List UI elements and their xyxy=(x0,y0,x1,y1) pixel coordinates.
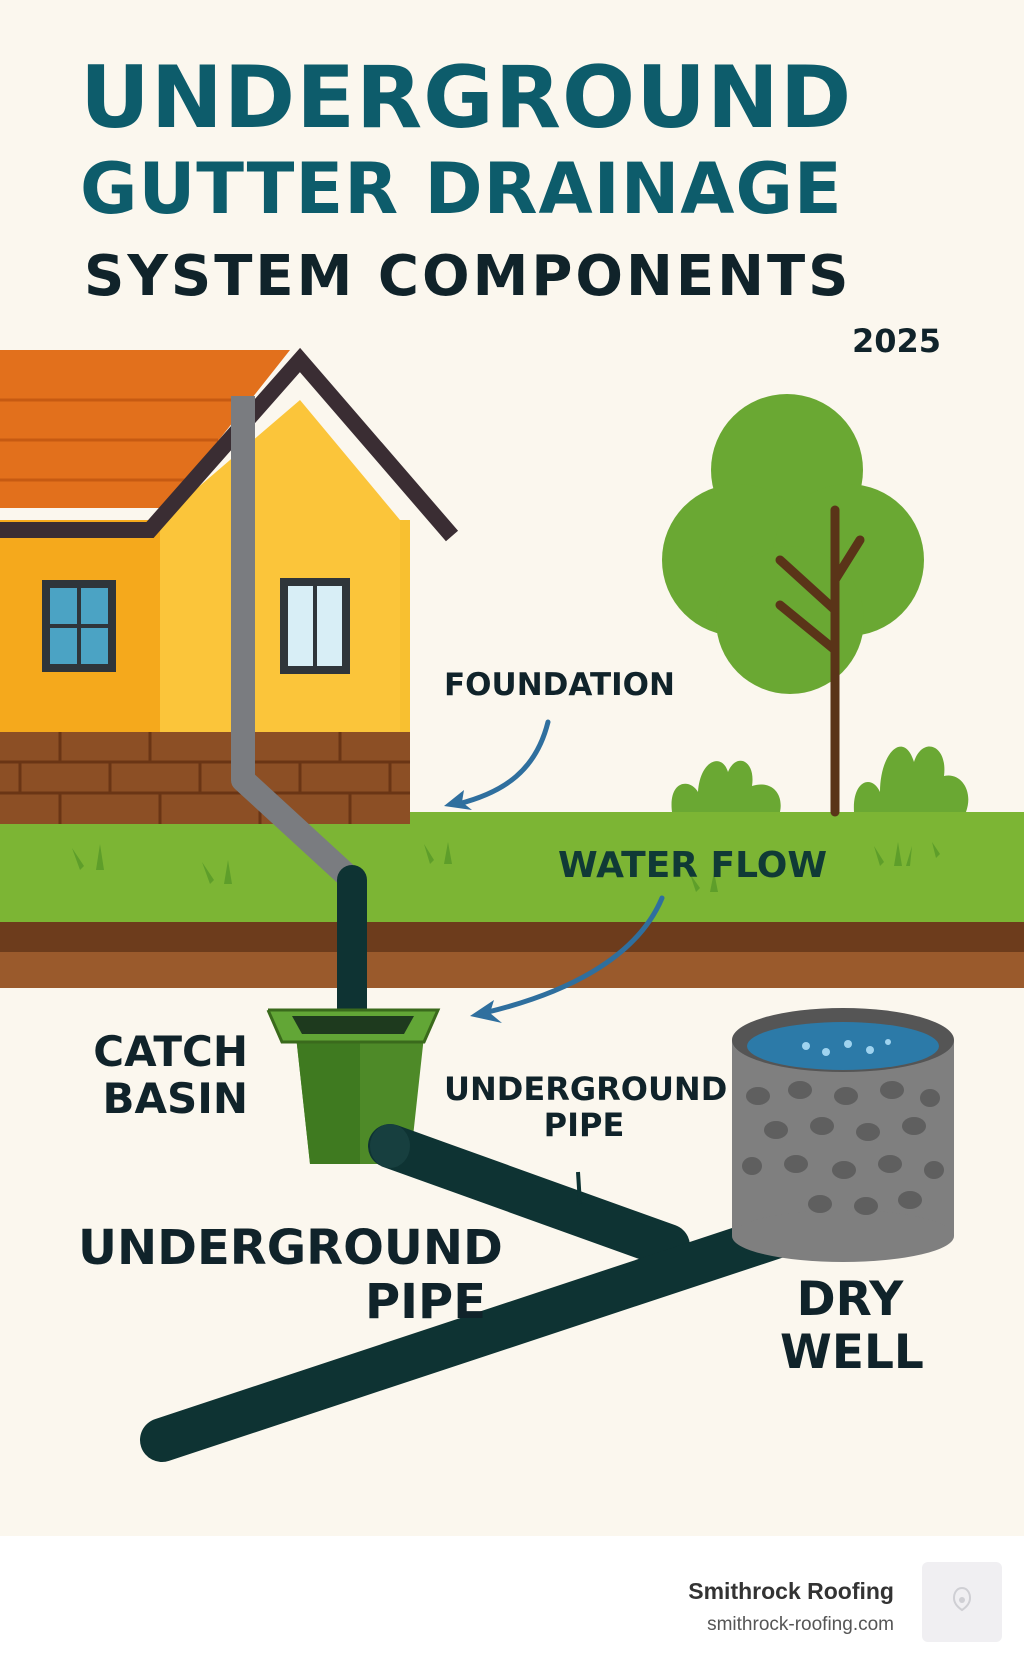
pipe-label-small-line-1: UNDERGROUND xyxy=(444,1070,728,1108)
underground-pipe-label-small: UNDERGROUND PIPE xyxy=(444,1070,728,1144)
dry-well-label: DRY WELL xyxy=(780,1272,924,1380)
underground-pipe-label-large: UNDERGROUND PIPE xyxy=(78,1220,503,1330)
foundation-label: FOUNDATION xyxy=(444,667,675,703)
tree xyxy=(662,394,924,817)
subtitle: SYSTEM COMPONENTS xyxy=(84,244,852,309)
ground xyxy=(0,812,1024,988)
dry-well-label-line-2: WELL xyxy=(780,1324,924,1380)
catch-basin-label: CATCH BASIN xyxy=(86,1028,248,1122)
water-flow-label: WATER FLOW xyxy=(558,845,828,886)
roofing-logo-icon[interactable] xyxy=(922,1562,1002,1642)
house-window-right xyxy=(280,578,350,674)
pipe-label-large-line-1: UNDERGROUND xyxy=(78,1220,503,1276)
underground-pipes xyxy=(140,1124,812,1462)
dry-well-label-line-1: DRY xyxy=(796,1272,904,1327)
foundation-arrow xyxy=(444,719,551,810)
footer: Smithrock Roofing smithrock-roofing.com xyxy=(0,1536,1024,1666)
bushes xyxy=(671,746,969,812)
dry-well xyxy=(732,1008,954,1262)
house-foundation xyxy=(0,732,410,824)
catch-basin-label-line-1: CATCH xyxy=(93,1027,248,1076)
house xyxy=(0,347,459,824)
downspout xyxy=(231,396,367,1031)
water-flow-arrow xyxy=(470,895,665,1023)
title-line-1: UNDERGROUND xyxy=(80,48,853,148)
house-window-left xyxy=(42,580,116,672)
drainage-scene xyxy=(0,347,1024,1462)
brand-name[interactable]: Smithrock Roofing xyxy=(688,1578,894,1604)
brand-url[interactable]: smithrock-roofing.com xyxy=(707,1614,894,1635)
catch-basin-label-line-2: BASIN xyxy=(102,1074,248,1124)
pipe-label-large-line-2: PIPE xyxy=(364,1273,486,1330)
pipe-label-small-line-2: PIPE xyxy=(543,1105,625,1144)
title-line-2: GUTTER DRAINAGE xyxy=(80,148,843,230)
year-label: 2025 xyxy=(852,322,942,360)
